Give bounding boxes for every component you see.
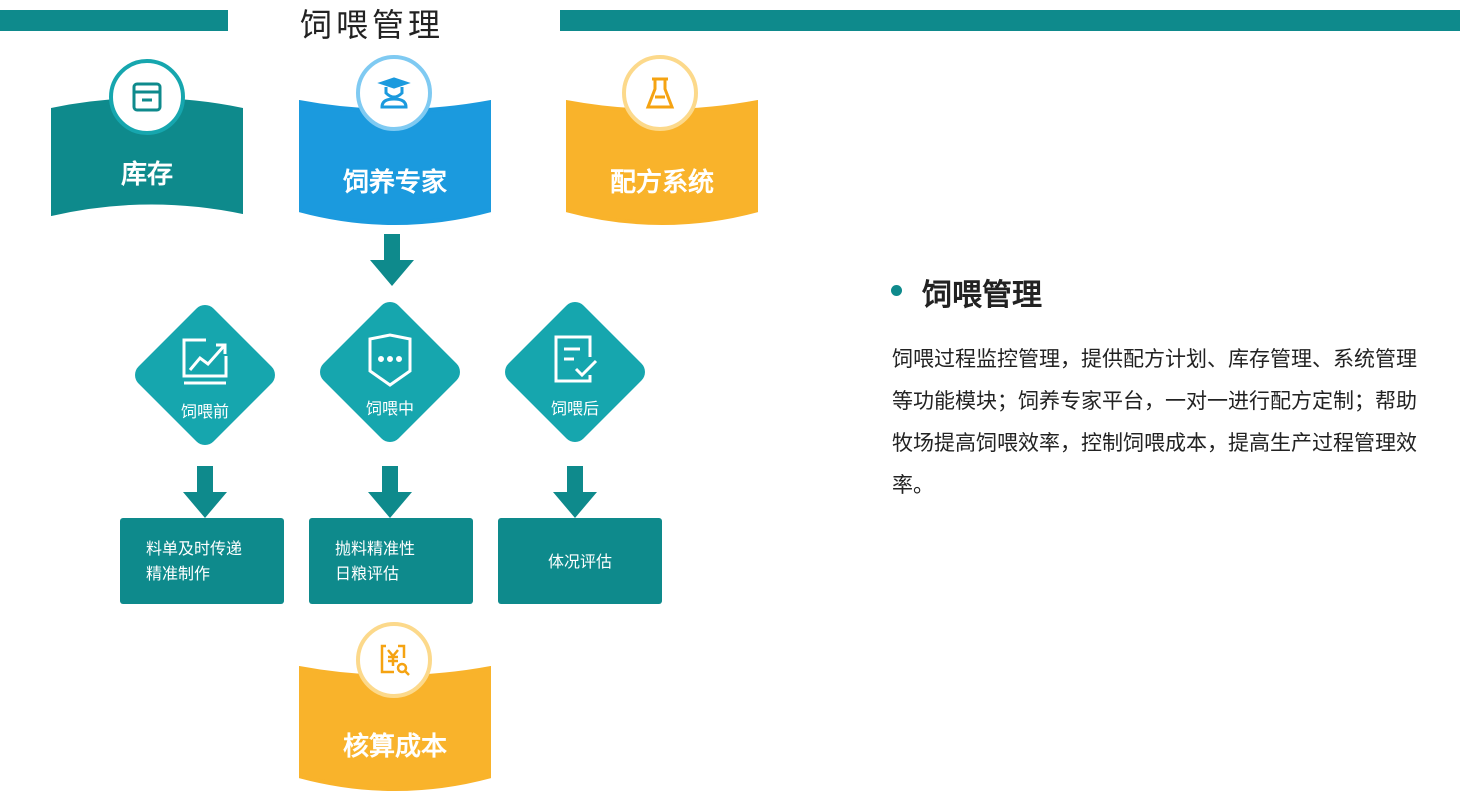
detail-line: 抛料精准性: [335, 539, 416, 558]
stage-label: 饲喂前: [180, 402, 229, 421]
trend-chart-icon: [182, 338, 228, 385]
detail-line: 精准制作: [146, 564, 211, 583]
header-bar-right: [560, 10, 1460, 31]
stage-label: 饲喂中: [365, 399, 414, 418]
page-title: 饲喂管理: [300, 6, 445, 44]
stage-label: 饲喂后: [550, 399, 599, 418]
module-label: 库存: [120, 160, 173, 190]
stage-before-feeding: 饲喂前: [130, 300, 280, 450]
header-bar-left: [0, 10, 228, 31]
description-heading: 饲喂管理: [922, 278, 1042, 313]
checklist-icon: [554, 335, 598, 383]
module-feeding-expert: 饲养专家: [299, 98, 491, 228]
stage-after-feeding: 饲喂后: [500, 297, 650, 447]
chat-shield-icon: [368, 333, 412, 387]
arrow-down-icon: [183, 466, 227, 518]
stage-detail-box: 抛料精准性 日粮评估: [309, 518, 473, 604]
bullet-dot: [891, 285, 902, 296]
stage-during-feeding: 饲喂中: [315, 297, 465, 447]
detail-line: 日粮评估: [335, 564, 400, 583]
module-label: 饲养专家: [342, 168, 447, 198]
stage-detail-box: 体况评估: [498, 518, 662, 604]
module-cost-accounting: 核算成本: [299, 664, 491, 794]
arrow-down-icon: [553, 466, 597, 518]
arrow-down-icon: [368, 466, 412, 518]
arrow-down-icon: [370, 234, 414, 286]
yuan-search-icon: [356, 622, 432, 698]
detail-line: 料单及时传递: [146, 539, 243, 558]
module-label: 核算成本: [342, 732, 447, 762]
description-text: 饲喂过程监控管理，提供配方计划、库存管理、系统管理等功能模块；饲养专家平台，一对…: [892, 347, 1417, 497]
detail-line: 体况评估: [547, 551, 612, 571]
archive-box-icon: [109, 59, 185, 135]
graduate-expert-icon: [356, 55, 432, 131]
stage-detail-box: 料单及时传递 精准制作: [120, 518, 284, 604]
module-label: 配方系统: [609, 168, 714, 198]
flask-icon: [622, 55, 698, 131]
